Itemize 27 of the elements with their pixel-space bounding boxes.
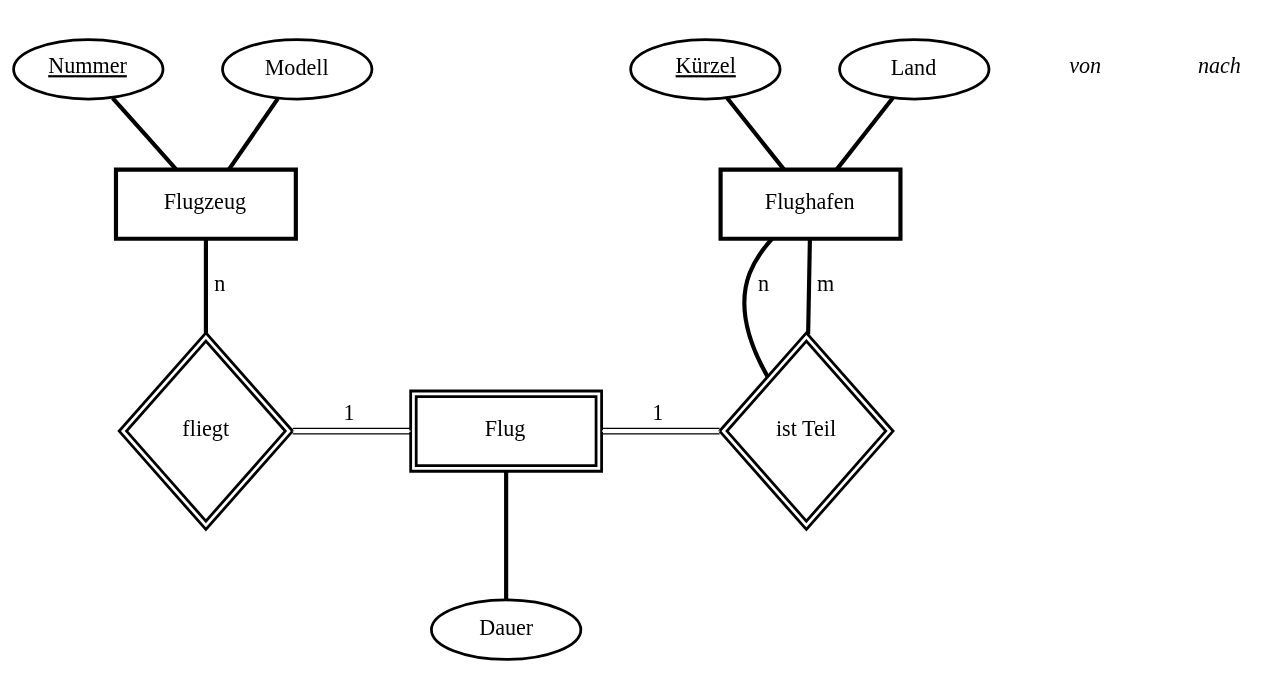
node-box: Flughafen — [718, 167, 903, 241]
edge-label: 1 — [343, 399, 355, 425]
node-ellipse: Dauer — [430, 598, 583, 661]
edge-label: m — [817, 271, 835, 297]
edge-label: 1 — [652, 399, 664, 425]
node-diamond: fliegt — [117, 330, 295, 532]
label: nach — [1197, 53, 1241, 79]
connector — [292, 427, 412, 435]
node-ellipse: Land — [838, 38, 991, 101]
node-box: Flug — [409, 389, 603, 473]
connector — [111, 96, 178, 171]
node-ellipse: Kürzel — [629, 38, 782, 101]
connector — [601, 427, 721, 435]
edge-label: n — [214, 271, 226, 297]
connector — [835, 96, 895, 171]
label: von — [1069, 53, 1102, 79]
connector — [742, 237, 774, 378]
node-diamond: ist Teil — [717, 330, 895, 532]
connector — [806, 239, 812, 335]
connector — [504, 471, 509, 600]
edge-label: n — [757, 271, 770, 297]
connector — [227, 97, 280, 171]
node-box: Flugzeug — [113, 167, 298, 241]
connector — [203, 239, 208, 333]
connector — [725, 96, 786, 171]
node-ellipse: Modell — [221, 38, 374, 101]
node-ellipse: Nummer — [12, 38, 165, 101]
